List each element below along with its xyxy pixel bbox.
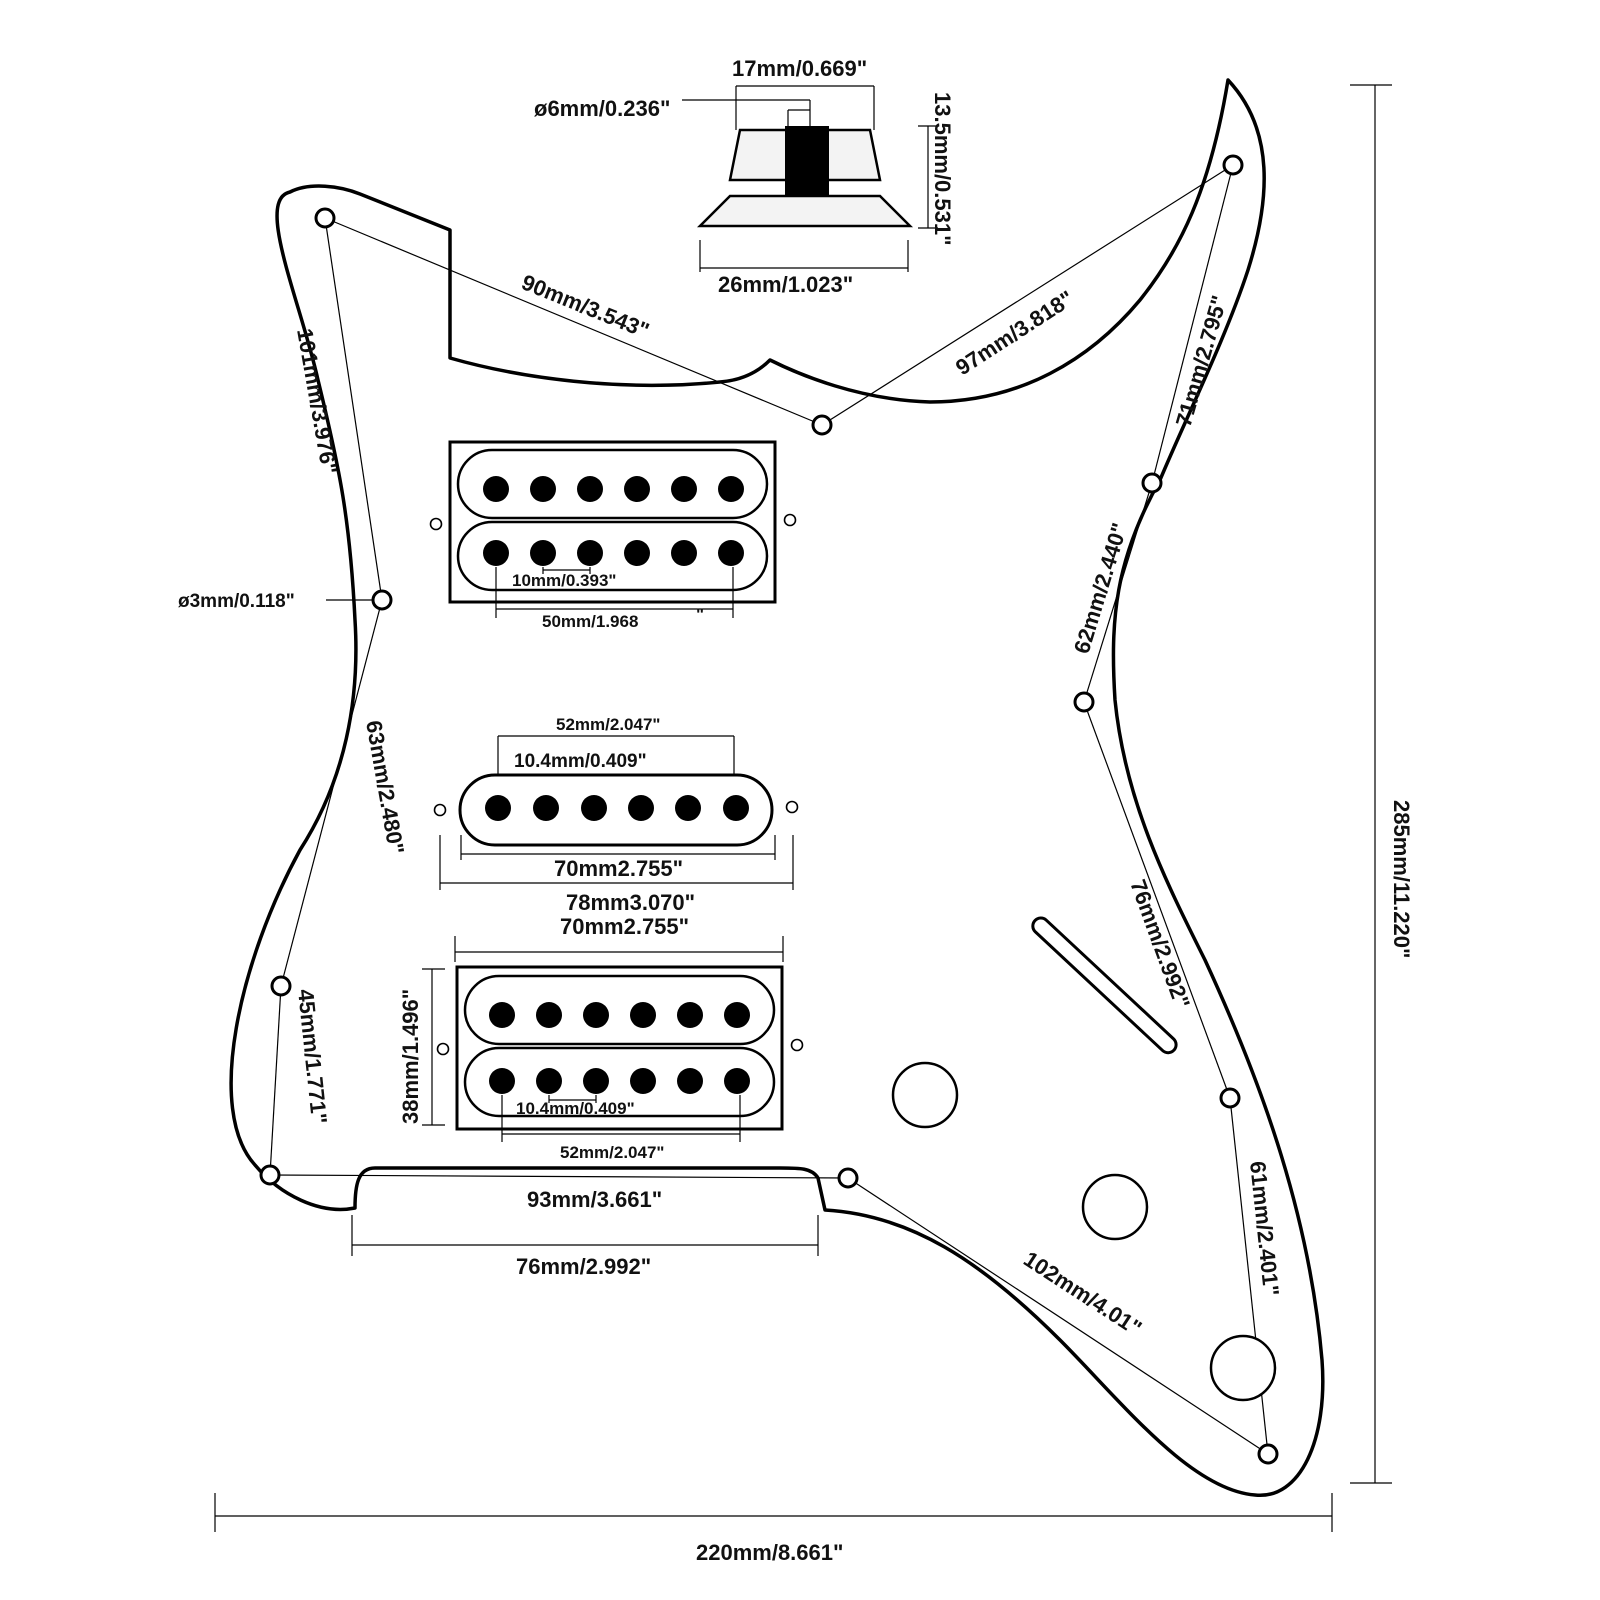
- knob-skirt: [696, 194, 914, 228]
- screw-hole: [1222, 154, 1244, 176]
- screw-distance-label: 63mm/2.480": [361, 719, 409, 856]
- middle-pole-pieces: [485, 795, 749, 821]
- screw-hole: [371, 589, 393, 611]
- screw-distance-label: 101mm/3.976": [292, 327, 342, 477]
- neck-humbucker: 10mm/0.393" 50mm/1.968 ": [429, 440, 797, 631]
- knob-drawing: 17mm/0.669" ø6mm/0.236" 13.5mm/0.531" 26…: [534, 56, 955, 297]
- neck-pole-span-label: 50mm/1.968: [542, 612, 638, 631]
- neck-coil-bottom: [456, 520, 769, 592]
- screw-dimension-lines: [269, 164, 1269, 1455]
- screw-hole: [1073, 691, 1095, 713]
- middle-pickup-cover: [458, 773, 774, 847]
- volume-pot-hole: [891, 1061, 959, 1129]
- screw-distance-label: 45mm/1.771": [293, 988, 332, 1125]
- middle-pole-span-label: 52mm/2.047": [556, 715, 660, 734]
- controls: [891, 916, 1277, 1402]
- neck-pole-spacing-label: 10mm/0.393": [512, 571, 616, 590]
- bridge-pole-spacing-label: 10.4mm/0.409": [516, 1099, 635, 1118]
- bridge-pole-span-label: 52mm/2.047": [560, 1143, 664, 1162]
- overall-height-label: 285mm/11.220": [1389, 800, 1414, 958]
- knob-shaft-label: ø6mm/0.236": [534, 96, 670, 121]
- bridge-ring-height-label: 38mm/1.496": [398, 989, 423, 1124]
- screw-distance-label: 62mm/2.440": [1069, 520, 1132, 657]
- overall-dimensions: 285mm/11.220" 220mm/8.661": [214, 84, 1414, 1565]
- knob-shaft-hole: [785, 126, 829, 196]
- screw-hole: [1257, 1443, 1279, 1465]
- screw-distance-label: ø3mm/0.118": [178, 591, 295, 612]
- knob-height-label: 13.5mm/0.531": [930, 92, 955, 246]
- screw-holes: [259, 154, 1279, 1465]
- bridge-pole-pieces: [489, 1002, 750, 1094]
- screw-distance-label: 97mm/3.818": [951, 286, 1078, 381]
- screw-distance-label: 93mm/3.661": [527, 1187, 662, 1212]
- switch-slot: [1031, 916, 1178, 1055]
- knob-top-width-label: 17mm/0.669": [732, 56, 867, 81]
- overall-width-label: 220mm/8.661": [696, 1540, 843, 1565]
- mount-hole: [785, 800, 799, 814]
- bridge-coil-top: [463, 974, 776, 1046]
- screw-distance-label: 71mm/2.795": [1171, 293, 1232, 430]
- tone-pot-hole: [1209, 1334, 1277, 1402]
- mount-hole: [436, 1042, 450, 1056]
- screw-hole: [1219, 1087, 1241, 1109]
- neck-pole-span-inch: ": [696, 605, 704, 624]
- middle-single-coil: 52mm/2.047" 10.4mm/0.409" 70mm2.755" 78m…: [433, 715, 799, 915]
- neck-coil-top: [456, 448, 769, 520]
- middle-cover-length-label: 70mm2.755": [554, 856, 683, 881]
- neck-pole-pieces: [483, 476, 744, 566]
- bridge-coil-bottom: [463, 1046, 776, 1118]
- pickguard-outline: [229, 78, 1325, 1497]
- bottom-cutout-width-label: 76mm/2.992": [516, 1254, 651, 1279]
- screw-hole: [270, 975, 292, 997]
- mount-hole: [790, 1038, 804, 1052]
- screw-distance-label: 102mm/4.01": [1019, 1246, 1146, 1341]
- middle-pole-spacing-label: 10.4mm/0.409": [514, 751, 647, 772]
- screw-hole: [837, 1167, 859, 1189]
- bridge-ring-length-label: 70mm2.755": [560, 914, 689, 939]
- screw-distance-label: 76mm/2.992": [1125, 876, 1195, 1012]
- screw-hole: [811, 414, 833, 436]
- screw-hole: [1141, 472, 1163, 494]
- tone-pot-hole: [1081, 1173, 1149, 1241]
- bridge-humbucker: 70mm2.755" 38mm/1.496" 10.4mm/0.409" 52m…: [398, 914, 804, 1162]
- mount-hole: [429, 517, 443, 531]
- mount-hole: [433, 803, 447, 817]
- middle-mount-span-label: 78mm3.070": [566, 890, 695, 915]
- knob-bottom-width-label: 26mm/1.023": [718, 272, 853, 297]
- screw-hole: [259, 1164, 281, 1186]
- screw-distance-label: 61mm/2.401": [1245, 1160, 1284, 1297]
- screw-hole: [314, 207, 336, 229]
- mount-hole: [783, 513, 797, 527]
